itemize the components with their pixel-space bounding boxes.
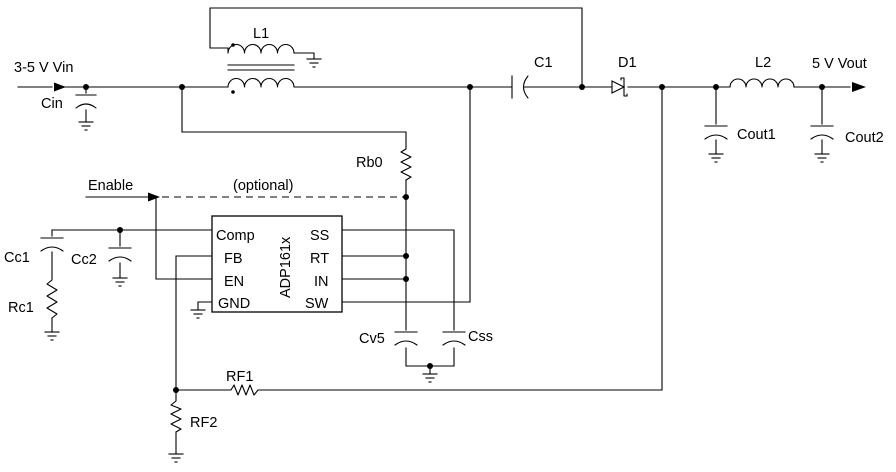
pin-gnd-label: GND xyxy=(218,296,250,312)
ground-cc2-icon xyxy=(112,277,128,287)
capacitor-cout1 xyxy=(704,125,728,140)
inductor-l1 xyxy=(227,43,295,94)
cv5-label: Cv5 xyxy=(359,331,385,347)
ic-part-number: ADP161x xyxy=(278,236,294,298)
ground-cin-icon xyxy=(78,121,94,131)
capacitor-cv5 xyxy=(394,331,418,346)
pin-ss-label: SS xyxy=(310,228,329,244)
pin-comp-label: Comp xyxy=(216,228,255,244)
pin-in-label: IN xyxy=(314,274,329,290)
capacitor-c1 xyxy=(511,75,529,99)
resistor-rc1 xyxy=(46,275,58,319)
pin-rt-label: RT xyxy=(310,251,329,267)
resistor-rb0 xyxy=(400,145,412,181)
pin-sw-label: SW xyxy=(305,296,329,312)
ground-cout1-icon xyxy=(708,153,724,163)
rf1-label: RF1 xyxy=(226,369,253,385)
ground-cout2-icon xyxy=(814,153,830,163)
vin-label: 3-5 V Vin xyxy=(14,60,73,76)
resistor-rf1 xyxy=(227,384,259,396)
l1-label: L1 xyxy=(253,26,269,42)
c1-label: C1 xyxy=(534,55,553,71)
wires xyxy=(17,7,851,455)
vout-arrow-icon xyxy=(852,82,866,92)
inductor-l2 xyxy=(729,78,795,88)
rc1-label: Rc1 xyxy=(8,300,34,316)
ground-rc1-icon xyxy=(44,331,60,341)
resistor-rf2 xyxy=(170,397,182,433)
d1-label: D1 xyxy=(618,55,637,71)
enable-label: Enable xyxy=(88,178,133,194)
capacitor-cc2 xyxy=(108,247,132,262)
pin-en-label: EN xyxy=(224,274,244,290)
capacitor-cin xyxy=(75,94,97,109)
junction-dots xyxy=(83,84,825,393)
diode-d1 xyxy=(611,77,628,97)
vin-arrow-icon xyxy=(54,82,66,92)
ground-ic-gnd-icon xyxy=(190,309,206,319)
ground-rf2-icon xyxy=(168,453,184,463)
ic-adp161x: Comp FB EN GND SS RT IN SW ADP161x xyxy=(211,215,343,313)
capacitor-css xyxy=(442,331,466,346)
cout1-label: Cout1 xyxy=(737,127,776,143)
rb0-label: Rb0 xyxy=(356,155,383,171)
css-label: Css xyxy=(468,329,493,345)
pin-fb-label: FB xyxy=(224,251,243,267)
vout-label: 5 V Vout xyxy=(812,56,867,72)
l2-label: L2 xyxy=(755,55,771,71)
ground-l1-icon xyxy=(306,58,322,68)
capacitor-cc1 xyxy=(40,237,64,252)
cc1-label: Cc1 xyxy=(4,250,30,266)
cin-label: Cin xyxy=(41,96,63,112)
cout2-label: Cout2 xyxy=(845,130,884,146)
optional-label: (optional) xyxy=(233,178,293,194)
cc2-label: Cc2 xyxy=(71,252,97,268)
ground-cv5-css-icon xyxy=(422,373,438,383)
capacitor-cout2 xyxy=(810,125,834,140)
component-labels: 3-5 V Vin 5 V Vout Cin L1 C1 D1 L2 Cout1… xyxy=(4,26,884,431)
enable-arrow-icon xyxy=(148,192,160,202)
rf2-label: RF2 xyxy=(190,415,217,431)
